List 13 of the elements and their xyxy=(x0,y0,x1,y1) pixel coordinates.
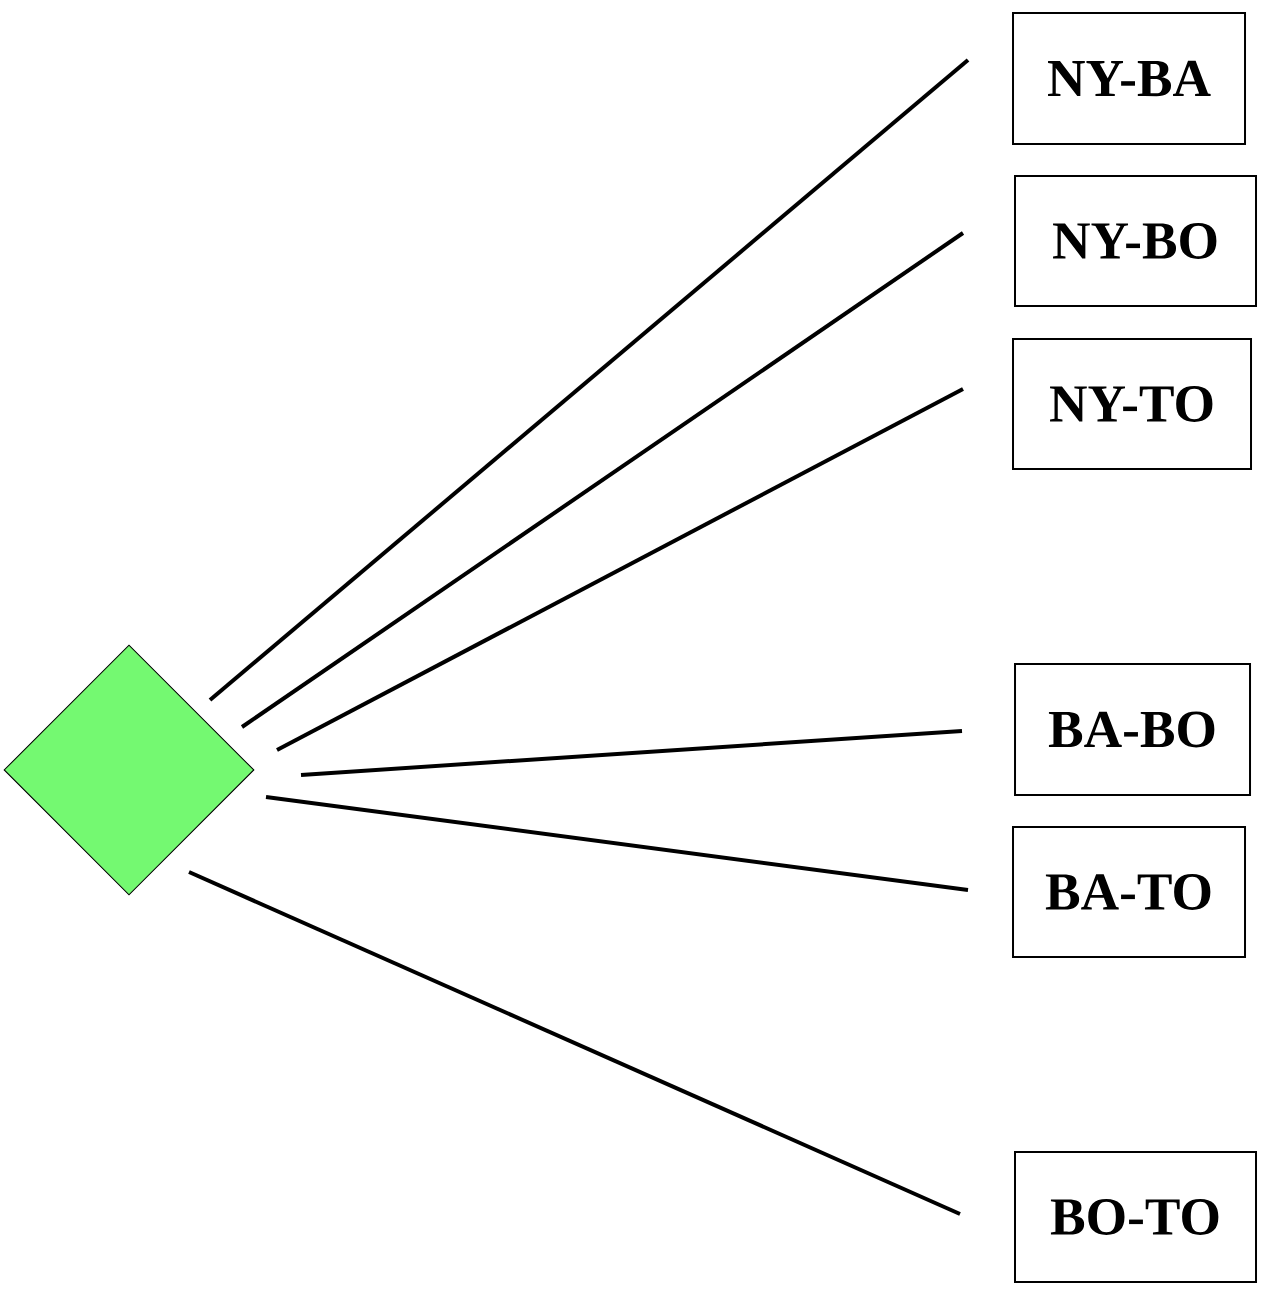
label-box: BA-BO xyxy=(1014,663,1251,796)
label-box: NY-BO xyxy=(1014,175,1257,307)
connector-line xyxy=(300,729,963,777)
connector-line xyxy=(265,795,969,892)
label-box: BO-TO xyxy=(1014,1151,1257,1283)
connector-line xyxy=(276,387,964,752)
label-box: BA-TO xyxy=(1012,826,1246,958)
connector-line xyxy=(208,58,970,702)
connector-line xyxy=(240,231,965,729)
label-box: NY-BA xyxy=(1012,12,1246,145)
diamond-shape xyxy=(3,644,255,896)
connector-line xyxy=(188,870,961,1216)
label-box: NY-TO xyxy=(1012,338,1252,470)
